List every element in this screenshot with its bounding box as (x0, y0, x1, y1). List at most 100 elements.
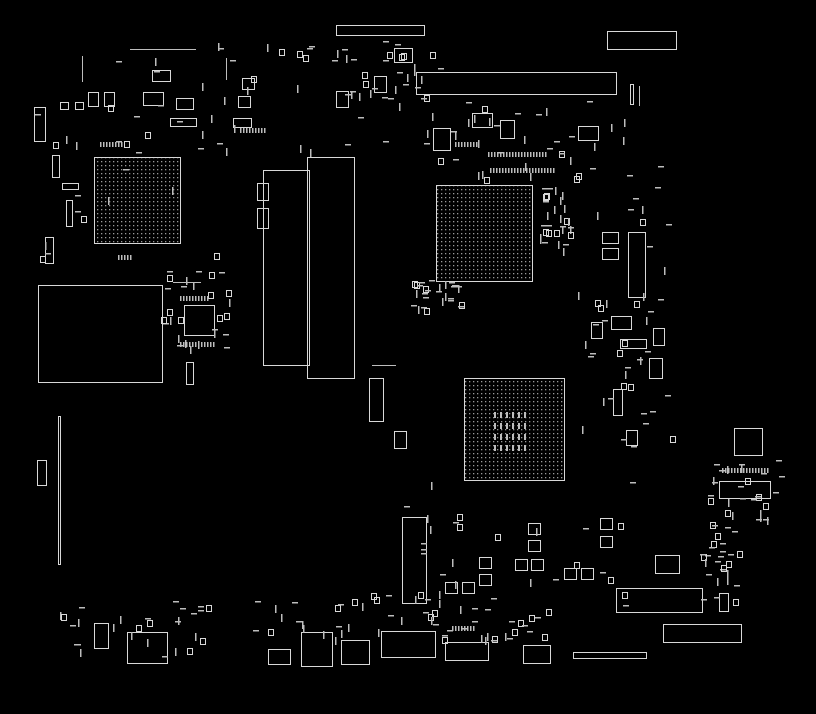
component-outline (152, 70, 171, 82)
pad (533, 152, 535, 157)
pad (708, 495, 714, 497)
pad (583, 528, 589, 530)
pad (666, 224, 672, 226)
pad (506, 445, 508, 451)
small-component (715, 533, 721, 540)
component-outline (127, 632, 168, 664)
pad (189, 342, 191, 347)
bga-chip (94, 157, 181, 244)
pad (494, 412, 496, 418)
pad (345, 94, 351, 96)
pad (370, 90, 372, 98)
pad (494, 423, 496, 429)
pad (218, 48, 224, 50)
component-outline (528, 523, 541, 535)
component-outline (394, 431, 407, 449)
pad (430, 526, 432, 534)
pad (191, 613, 197, 615)
pad (541, 225, 547, 227)
pad (448, 300, 454, 302)
small-component (484, 177, 490, 184)
pad (701, 599, 707, 601)
pad (536, 114, 542, 116)
component-outline (45, 237, 54, 264)
pad (623, 137, 625, 145)
component-outline (445, 582, 458, 594)
pad (348, 624, 350, 632)
pad (570, 226, 572, 234)
small-component (268, 629, 274, 636)
pad (258, 128, 260, 133)
pad (212, 329, 218, 331)
pad (558, 241, 560, 249)
pad (611, 124, 613, 132)
pad (578, 292, 580, 300)
pad (717, 578, 719, 586)
pad (217, 143, 223, 145)
component-outline (620, 339, 647, 349)
pad (399, 103, 401, 111)
pad (455, 626, 457, 631)
pad (621, 439, 627, 441)
pad (386, 595, 392, 597)
pad (383, 141, 389, 143)
small-component (167, 275, 173, 282)
edge-connector (58, 416, 61, 565)
pad (100, 142, 102, 147)
pad (478, 140, 480, 148)
pad (121, 142, 123, 147)
pad (494, 152, 496, 157)
pad (425, 599, 431, 601)
pad (562, 226, 564, 234)
small-component (438, 158, 444, 165)
pad (196, 271, 202, 273)
pad (165, 288, 171, 290)
pad (204, 342, 206, 347)
pad (535, 168, 537, 173)
pad (173, 601, 179, 603)
pad (130, 49, 196, 50)
component-outline (402, 517, 427, 604)
pad (507, 638, 513, 640)
pad (603, 398, 605, 406)
pad (512, 434, 514, 440)
small-component (206, 605, 212, 612)
small-component (335, 605, 341, 612)
pad (458, 306, 464, 308)
pad (461, 142, 463, 147)
component-outline (515, 559, 528, 571)
pad (541, 168, 543, 173)
pad (202, 83, 204, 91)
pad (633, 198, 639, 200)
small-component (226, 290, 232, 297)
pad (560, 215, 562, 223)
pad (725, 527, 731, 529)
small-component (529, 615, 535, 622)
pad (500, 434, 502, 440)
pad (185, 340, 187, 348)
pad (218, 43, 220, 51)
pad (524, 445, 526, 451)
pad (761, 473, 767, 475)
pad (226, 58, 227, 80)
component-outline (263, 170, 310, 366)
component-outline (94, 623, 109, 649)
pad (554, 141, 560, 143)
small-component (214, 253, 220, 260)
pad (45, 253, 51, 255)
small-component (424, 308, 430, 315)
pad (650, 411, 656, 413)
pad (383, 60, 389, 62)
pad (66, 136, 68, 144)
pad (547, 168, 549, 173)
small-component (711, 541, 717, 548)
pad (418, 306, 420, 314)
pad (490, 168, 492, 173)
component-outline (607, 31, 677, 50)
pad (473, 626, 475, 631)
pad (116, 61, 122, 63)
pad (466, 102, 472, 104)
pad (438, 68, 444, 70)
pad (546, 225, 552, 227)
